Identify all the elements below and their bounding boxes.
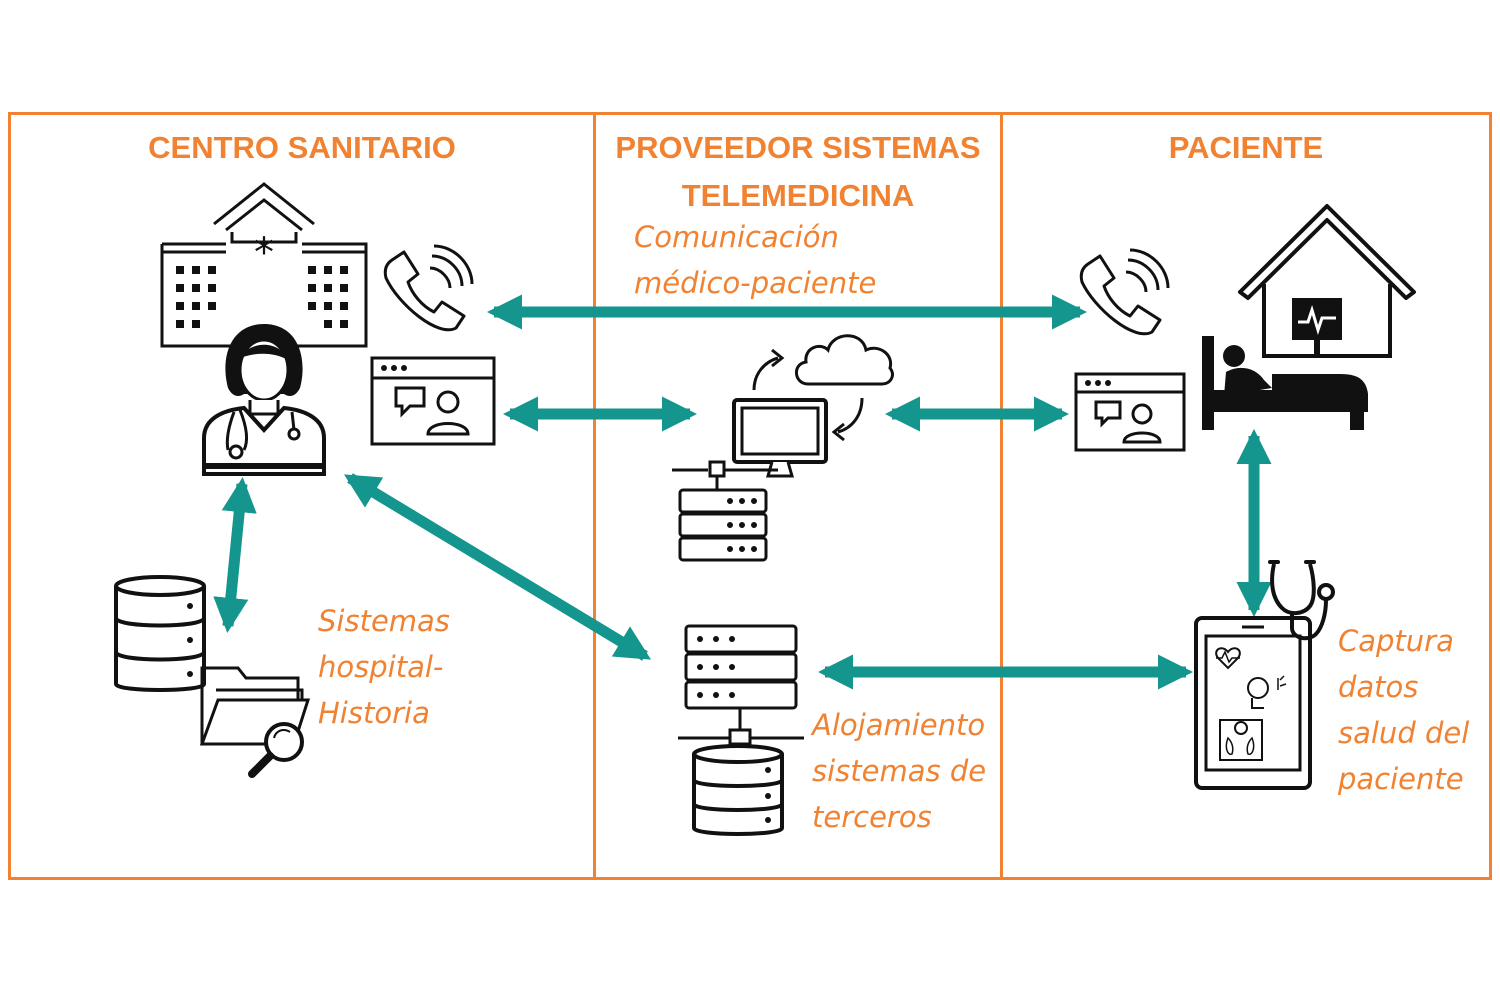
label-line: paciente (1338, 762, 1464, 796)
database-icon (690, 744, 786, 840)
label-captura: Captura datos salud del paciente (1338, 618, 1469, 802)
header-proveedor-line2: TELEMEDICINA (681, 178, 915, 213)
stethoscope-icon (1268, 558, 1340, 644)
label-line: Comunicación (634, 220, 839, 254)
hospital-icon: * (158, 180, 370, 350)
doctor-icon (200, 324, 330, 478)
phone-icon (378, 244, 474, 340)
server-icon (670, 460, 800, 564)
computer-icon (732, 398, 828, 480)
arrow-doctor-to-third-party-server (343, 478, 652, 656)
folder-search-icon (198, 660, 312, 780)
header-centro-sanitario: CENTRO SANITARIO (148, 130, 456, 165)
patient-bed-icon (1202, 336, 1368, 430)
database-icon (112, 574, 208, 698)
header-paciente: PACIENTE (1168, 130, 1324, 165)
header-proveedor-line1: PROVEEDOR SISTEMAS (615, 130, 981, 165)
third-party-server-icon (678, 624, 804, 840)
column-paciente (1000, 112, 1492, 880)
label-line: Historia (318, 696, 430, 730)
phone-icon (1074, 248, 1170, 344)
monitor-icon (1292, 298, 1342, 354)
sync-arrows-icon (744, 344, 874, 444)
label-line: terceros (812, 800, 932, 834)
cloud-icon (790, 326, 896, 388)
label-line: médico-paciente (634, 266, 877, 300)
label-comunicacion: Comunicación médico-paciente (634, 214, 876, 306)
video-call-icon (370, 356, 496, 446)
label-line: Captura (1338, 624, 1454, 658)
label-alojamiento: Alojamiento sistemas de terceros (812, 702, 986, 840)
house-icon (1236, 200, 1418, 360)
svg-text:*: * (254, 230, 274, 276)
video-call-icon (1074, 372, 1186, 452)
arrow-doctor-to-database (213, 476, 257, 634)
label-line: salud del (1338, 716, 1470, 750)
label-line: Alojamiento (812, 708, 986, 742)
label-line: datos (1338, 670, 1419, 704)
tablet-icon (1194, 616, 1314, 792)
label-line: sistemas de (812, 754, 987, 788)
